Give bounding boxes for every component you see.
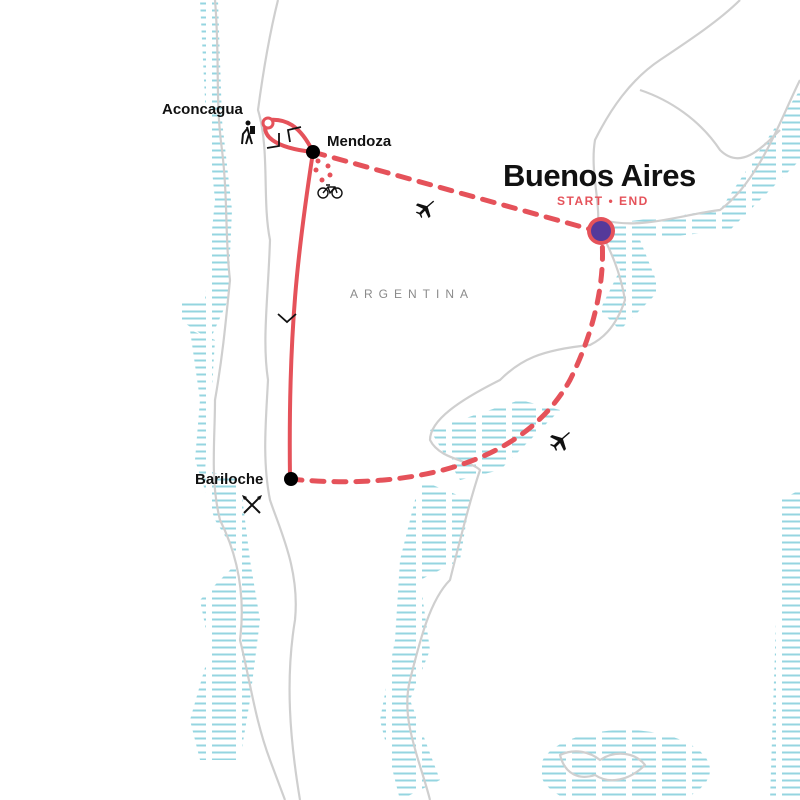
airplane-icon: [415, 200, 435, 219]
cycling-dots: [313, 158, 333, 183]
country-label: ARGENTINA: [350, 287, 475, 301]
land-outlines: [212, 0, 800, 800]
city-label-bariloche: Bariloche: [195, 471, 264, 488]
bicycle-icon: [317, 184, 343, 199]
mendoza-marker: [306, 145, 320, 159]
route-mendoza-buenos-aires-flight: [310, 149, 603, 235]
bariloche-marker: [284, 472, 298, 486]
city-label-buenos-aires: Buenos Aires: [503, 158, 696, 193]
city-label-aconcagua: Aconcagua: [162, 101, 243, 118]
route-mendoza-bariloche: [287, 150, 315, 481]
direction-arrows: [266, 126, 302, 324]
route-bariloche-buenos-aires-flight: [287, 237, 605, 485]
city-label-mendoza: Mendoza: [327, 133, 392, 150]
aconcagua-marker: [261, 116, 275, 130]
hiker-icon: [241, 120, 255, 145]
crossed-paddles-icon: [242, 495, 262, 514]
airplane-icon: [550, 432, 570, 451]
start-end-label: START • END: [557, 194, 649, 208]
